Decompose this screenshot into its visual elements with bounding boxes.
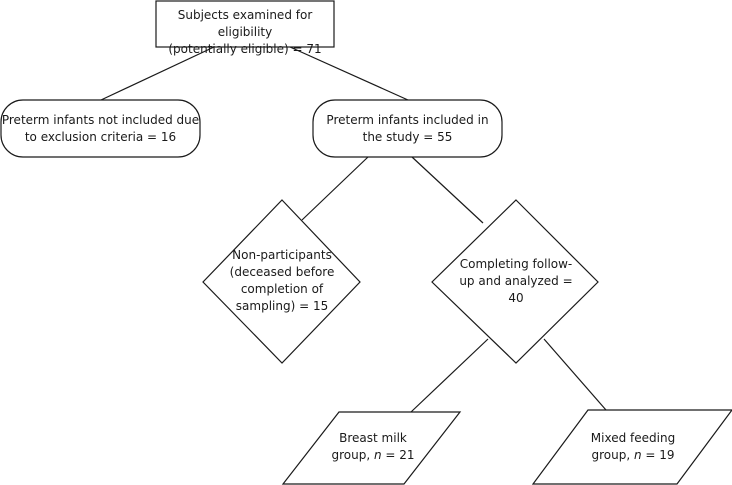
mixed-feeding-parallelogram (531, 409, 732, 485)
included-box (312, 99, 503, 158)
completing-label-line2: up and analyzed = (459, 274, 573, 288)
edge-included-to-completing (411, 156, 484, 224)
mixed-feeding-label-n: n (633, 448, 642, 462)
excluded-label-line2: to exclusion criteria = 16 (24, 130, 177, 144)
excluded-label-line1: Preterm infants not included due (1, 113, 200, 127)
non-participants-label: Non-participants (deceased before comple… (222, 247, 342, 315)
excluded-label: Preterm infants not included due to excl… (1, 112, 200, 146)
mixed-feeding-label-line2: group, n = 19 (572, 447, 694, 464)
completing-diamond (431, 199, 599, 364)
excluded-box (0, 99, 201, 158)
breast-milk-label-suffix: = 21 (381, 448, 415, 462)
breast-milk-label-line1: Breast milk (339, 431, 407, 445)
breast-milk-label-n: n (373, 448, 382, 462)
included-label: Preterm infants included in the study = … (313, 112, 502, 146)
edge-included-to-non-participants (301, 156, 369, 221)
completing-label: Completing follow- up and analyzed = 40 (455, 256, 577, 307)
breast-milk-parallelogram (281, 411, 462, 485)
non-participants-diamond (202, 199, 361, 364)
mixed-feeding-label-suffix: = 19 (641, 448, 675, 462)
edge-completing-to-mixed-feeding (543, 338, 607, 411)
mixed-feeding-label: Mixed feeding group, n = 19 (572, 430, 694, 464)
breast-milk-label-line2: group, n = 21 (314, 447, 432, 464)
included-label-line1: Preterm infants included in (326, 113, 489, 127)
completing-label-line3: 40 (508, 291, 524, 305)
eligibility-label-line2: (potentially eligible) = 71 (168, 42, 322, 56)
edge-completing-to-breast-milk (410, 338, 489, 413)
mixed-feeding-label-prefix: group, (591, 448, 634, 462)
included-label-line2: the study = 55 (362, 130, 453, 144)
non-participants-label-line4: sampling) = 15 (235, 299, 329, 313)
completing-label-line1: Completing follow- (459, 257, 573, 271)
edge-eligibility-to-excluded (100, 46, 215, 101)
edge-eligibility-to-included (289, 46, 409, 101)
mixed-feeding-label-line1: Mixed feeding (590, 431, 676, 445)
eligibility-label-line1: Subjects examined for eligibility (177, 8, 313, 39)
breast-milk-label-prefix: group, (331, 448, 374, 462)
non-participants-label-line3: completion of (240, 282, 324, 296)
eligibility-label: Subjects examined for eligibility (poten… (156, 7, 334, 58)
non-participants-label-line1: Non-participants (232, 248, 332, 262)
non-participants-label-line2: (deceased before (229, 265, 335, 279)
eligibility-box (155, 0, 335, 48)
breast-milk-label: Breast milk group, n = 21 (314, 430, 432, 464)
